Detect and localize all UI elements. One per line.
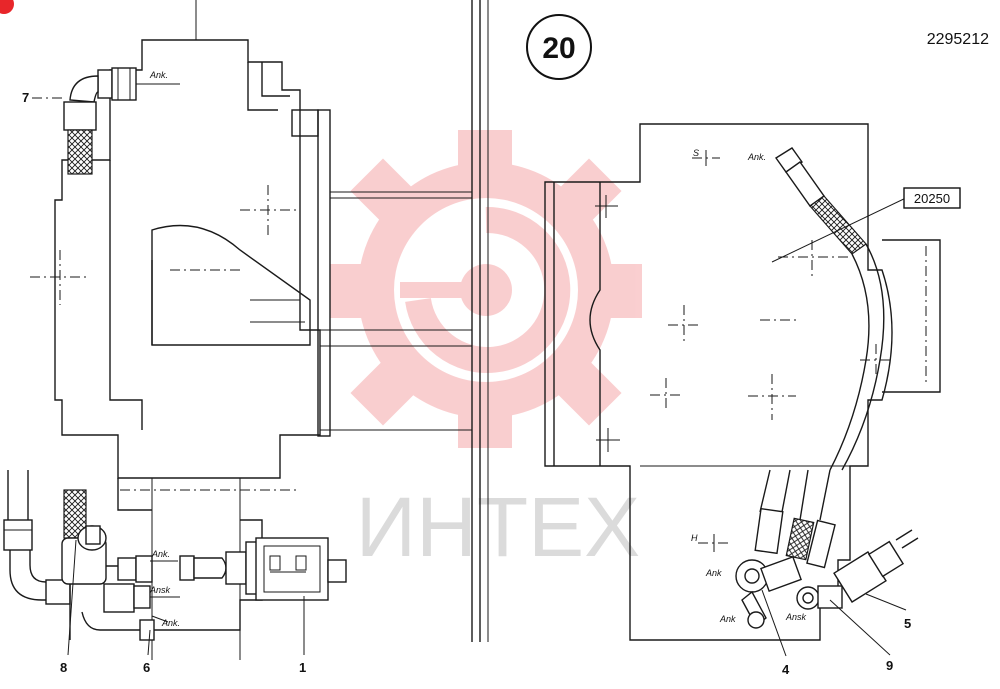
lower-left-pipework: Ank. Ansk Ank.	[3, 470, 347, 641]
ank-label-4a: Ank	[705, 568, 722, 578]
ank-label-4c: Ansk	[785, 612, 807, 622]
callout-4: 4	[782, 662, 790, 677]
callout-8: 8	[60, 660, 67, 675]
watermark-text: ИНТЕХ	[356, 480, 640, 574]
ank-label-6c: Ank.	[161, 618, 180, 628]
sheet-divider	[471, 0, 489, 642]
reference-box	[903, 187, 961, 209]
callout-7: 7	[22, 90, 29, 105]
reference-box-number: 20250	[914, 191, 950, 206]
ank-label-6b: Ansk	[149, 585, 171, 595]
section-badge: 20	[526, 14, 592, 80]
h-marker: H	[691, 533, 698, 543]
drawing-number: 2295212	[927, 31, 989, 48]
corner-red-mark	[0, 0, 14, 14]
callout-numbers: 7 8 6 1 4 9 5	[22, 90, 911, 677]
ank-label-7: Ank.	[149, 70, 168, 80]
s-marker: S	[693, 148, 699, 158]
section-badge-number: 20	[542, 32, 575, 65]
lower-right-fittings: H Ank Ank Ansk	[691, 469, 919, 629]
right-view-pump: S	[544, 123, 941, 641]
callout-6: 6	[143, 660, 150, 675]
callout-1: 1	[299, 660, 306, 675]
ank-label-4b: Ank	[719, 614, 736, 624]
ank-label-top-right: Ank.	[747, 152, 766, 162]
watermark: ИНТЕХ	[330, 130, 642, 574]
callout-9: 9	[886, 658, 893, 673]
callout-5: 5	[904, 616, 911, 631]
watermark-gear-logo	[330, 130, 642, 448]
upper-right-hose: Ank. 20250	[747, 147, 961, 471]
ank-label-6a: Ank.	[151, 549, 170, 559]
leader-lines	[32, 97, 907, 657]
part-7-elbow-hose: Ank.	[63, 67, 180, 175]
